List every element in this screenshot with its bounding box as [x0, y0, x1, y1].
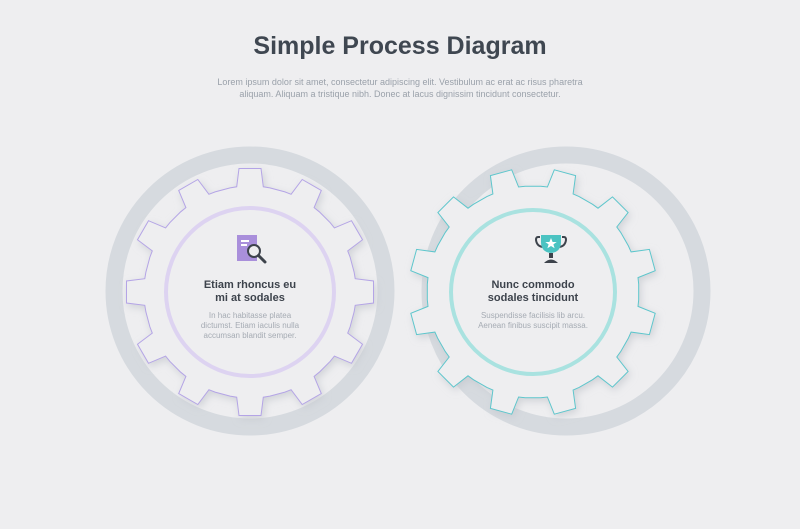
step-1-title-line-1: Etiam rhoncus eu — [203, 279, 297, 291]
inner-ring-2 — [449, 208, 617, 376]
inner-ring-1 — [164, 206, 336, 378]
document-search-icon — [235, 232, 269, 266]
page-subtitle: Lorem ipsum dolor sit amet, consectetur … — [217, 77, 583, 99]
outer-ring-1 — [105, 146, 395, 436]
page-title: Simple Process Diagram — [253, 32, 547, 60]
step-1-title: Etiam rhoncus eu mi at sodales — [175, 279, 325, 305]
trophy-icon — [534, 232, 568, 266]
step-1-description: In hac habitasse platea dictumst. Etiam … — [200, 311, 300, 340]
step-2-title-line-1: Nunc commodo — [491, 279, 575, 291]
step-2-title-line-2: sodales tincidunt — [487, 292, 579, 304]
step-1-title-line-2: mi at sodales — [215, 292, 285, 304]
step-2-title: Nunc commodo sodales tincidunt — [458, 279, 608, 305]
step-1-block: Etiam rhoncus eu mi at sodales In hac ha… — [175, 279, 325, 341]
step-2-block: Nunc commodo sodales tincidunt Suspendis… — [458, 279, 608, 331]
step-2-description: Suspendisse facilisis lib arcu. Aenean f… — [478, 311, 588, 330]
